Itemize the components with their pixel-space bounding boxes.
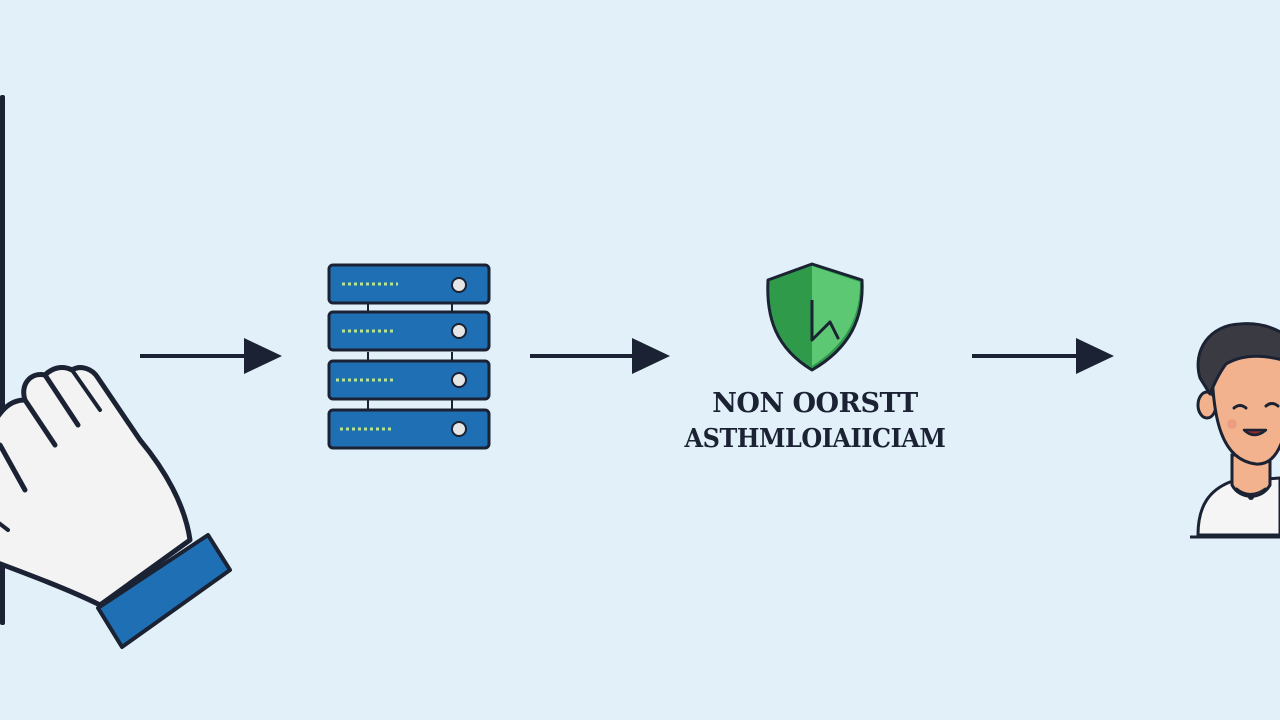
shield-caption-line-2: ASTHMLOIAIICIAM xyxy=(684,424,946,454)
server-unit-2 xyxy=(327,310,491,352)
sleeve-cuff xyxy=(96,533,232,649)
flow-arrow-2 xyxy=(530,338,670,374)
flow-arrow-1 xyxy=(140,338,282,374)
shield-icon xyxy=(766,262,864,372)
server-rack-icon xyxy=(327,263,491,450)
server-unit-4 xyxy=(327,408,491,450)
server-unit-3 xyxy=(327,359,491,401)
server-unit-1 xyxy=(327,263,491,305)
shield-caption-line-1: NON OORSTT xyxy=(712,388,918,419)
person-avatar-icon xyxy=(1190,322,1280,539)
hand-icon xyxy=(0,365,232,649)
flow-arrow-3 xyxy=(972,338,1114,374)
